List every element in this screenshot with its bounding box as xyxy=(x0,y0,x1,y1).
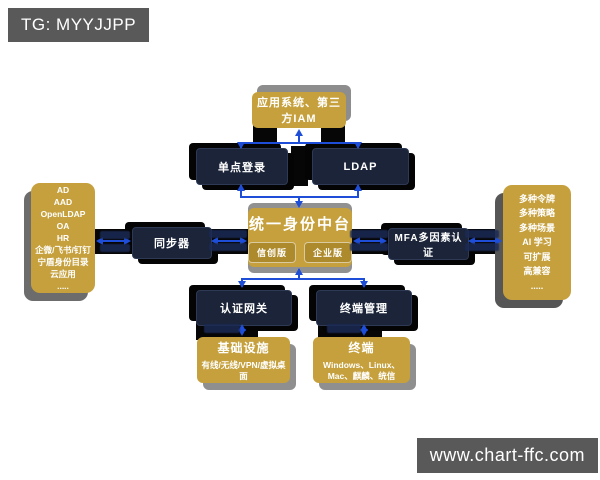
node-auth-gateway: 认证网关 xyxy=(196,290,292,326)
mfa-feature-item: 多种令牌 xyxy=(518,193,555,204)
identity-source-item: ..... xyxy=(57,281,69,291)
endpoints-subtitle: Windows、Linux、Mac、麒麟、统信 xyxy=(323,359,400,381)
node-synchronizer: 同步器 xyxy=(132,227,212,259)
mfa-feature-item: 可扩展 xyxy=(523,251,551,262)
infrastructure-subtitle: 有线/无线/VPN/虚拟桌面 xyxy=(201,359,286,381)
identity-source-item: 企微/飞书/钉钉 xyxy=(35,245,91,255)
site-watermark-label: www.chart-ffc.com xyxy=(416,438,598,473)
identity-source-item: OA xyxy=(56,221,70,231)
edition-badge-xinchuang: 信创版 xyxy=(248,241,296,263)
node-infrastructure: 基础设施 有线/无线/VPN/虚拟桌面 xyxy=(197,337,290,383)
node-identity-sources: AD AAD OpenLDAP OA HR 企微/飞书/钉钉 宁盾身份目录 云应… xyxy=(31,183,95,293)
node-sso-label: 单点登录 xyxy=(218,161,266,174)
faint-connector-label xyxy=(350,230,388,238)
faint-connector-label xyxy=(100,231,130,239)
node-mfa: MFA多因素认证 xyxy=(388,228,469,260)
mfa-feature-item: 多种场景 xyxy=(518,222,555,233)
connector-bar xyxy=(291,146,308,186)
tg-watermark-label: TG: MYYJJPP xyxy=(8,8,150,42)
mfa-feature-item: ..... xyxy=(530,280,544,291)
mfa-feature-item: 高兼容 xyxy=(523,266,551,277)
node-app-systems-label: 应用系统、第三方IAM xyxy=(257,97,341,125)
infrastructure-title: 基础设施 xyxy=(217,340,270,355)
faint-connector-label xyxy=(209,243,247,251)
node-ldap: LDAP xyxy=(312,148,409,185)
faint-connector-label xyxy=(350,243,388,251)
node-app-systems: 应用系统、第三方IAM xyxy=(252,92,346,128)
mfa-feature-item: AI 学习 xyxy=(522,237,552,248)
faint-connector-label xyxy=(465,230,499,238)
node-mfa-label: MFA多因素认证 xyxy=(394,233,463,259)
faint-connector-label xyxy=(209,230,247,238)
identity-source-item: AD xyxy=(56,185,70,195)
edition-badge-enterprise: 企业版 xyxy=(304,241,352,263)
identity-source-item: AAD xyxy=(53,197,73,207)
node-identity-platform: 统一身份中台 信创版 企业版 xyxy=(248,208,352,267)
identity-source-item: OpenLDAP xyxy=(40,209,86,219)
faint-connector-label xyxy=(327,324,361,333)
node-auth-gateway-label: 认证网关 xyxy=(220,303,268,315)
identity-source-item: 宁盾身份目录 xyxy=(37,257,89,267)
edition-badges: 信创版 企业版 xyxy=(248,241,352,263)
node-endpoint-mgmt-label: 终端管理 xyxy=(340,303,388,315)
faint-connector-label xyxy=(465,243,499,251)
identity-platform-title: 统一身份中台 xyxy=(248,215,351,233)
faint-connector-label xyxy=(100,244,130,252)
identity-source-item: HR xyxy=(56,233,70,243)
node-sso: 单点登录 xyxy=(196,148,288,185)
node-endpoint-mgmt: 终端管理 xyxy=(316,290,412,326)
faint-connector-label xyxy=(204,324,240,333)
node-endpoints: 终端 Windows、Linux、Mac、麒麟、统信 xyxy=(313,337,410,383)
node-ldap-label: LDAP xyxy=(343,160,378,173)
mfa-feature-item: 多种策略 xyxy=(518,208,555,219)
node-mfa-features: 多种令牌 多种策略 多种场景 AI 学习 可扩展 高兼容 ..... xyxy=(503,185,571,300)
identity-source-item: 云应用 xyxy=(50,269,76,279)
endpoints-title: 终端 xyxy=(348,340,375,355)
node-synchronizer-label: 同步器 xyxy=(154,238,190,250)
